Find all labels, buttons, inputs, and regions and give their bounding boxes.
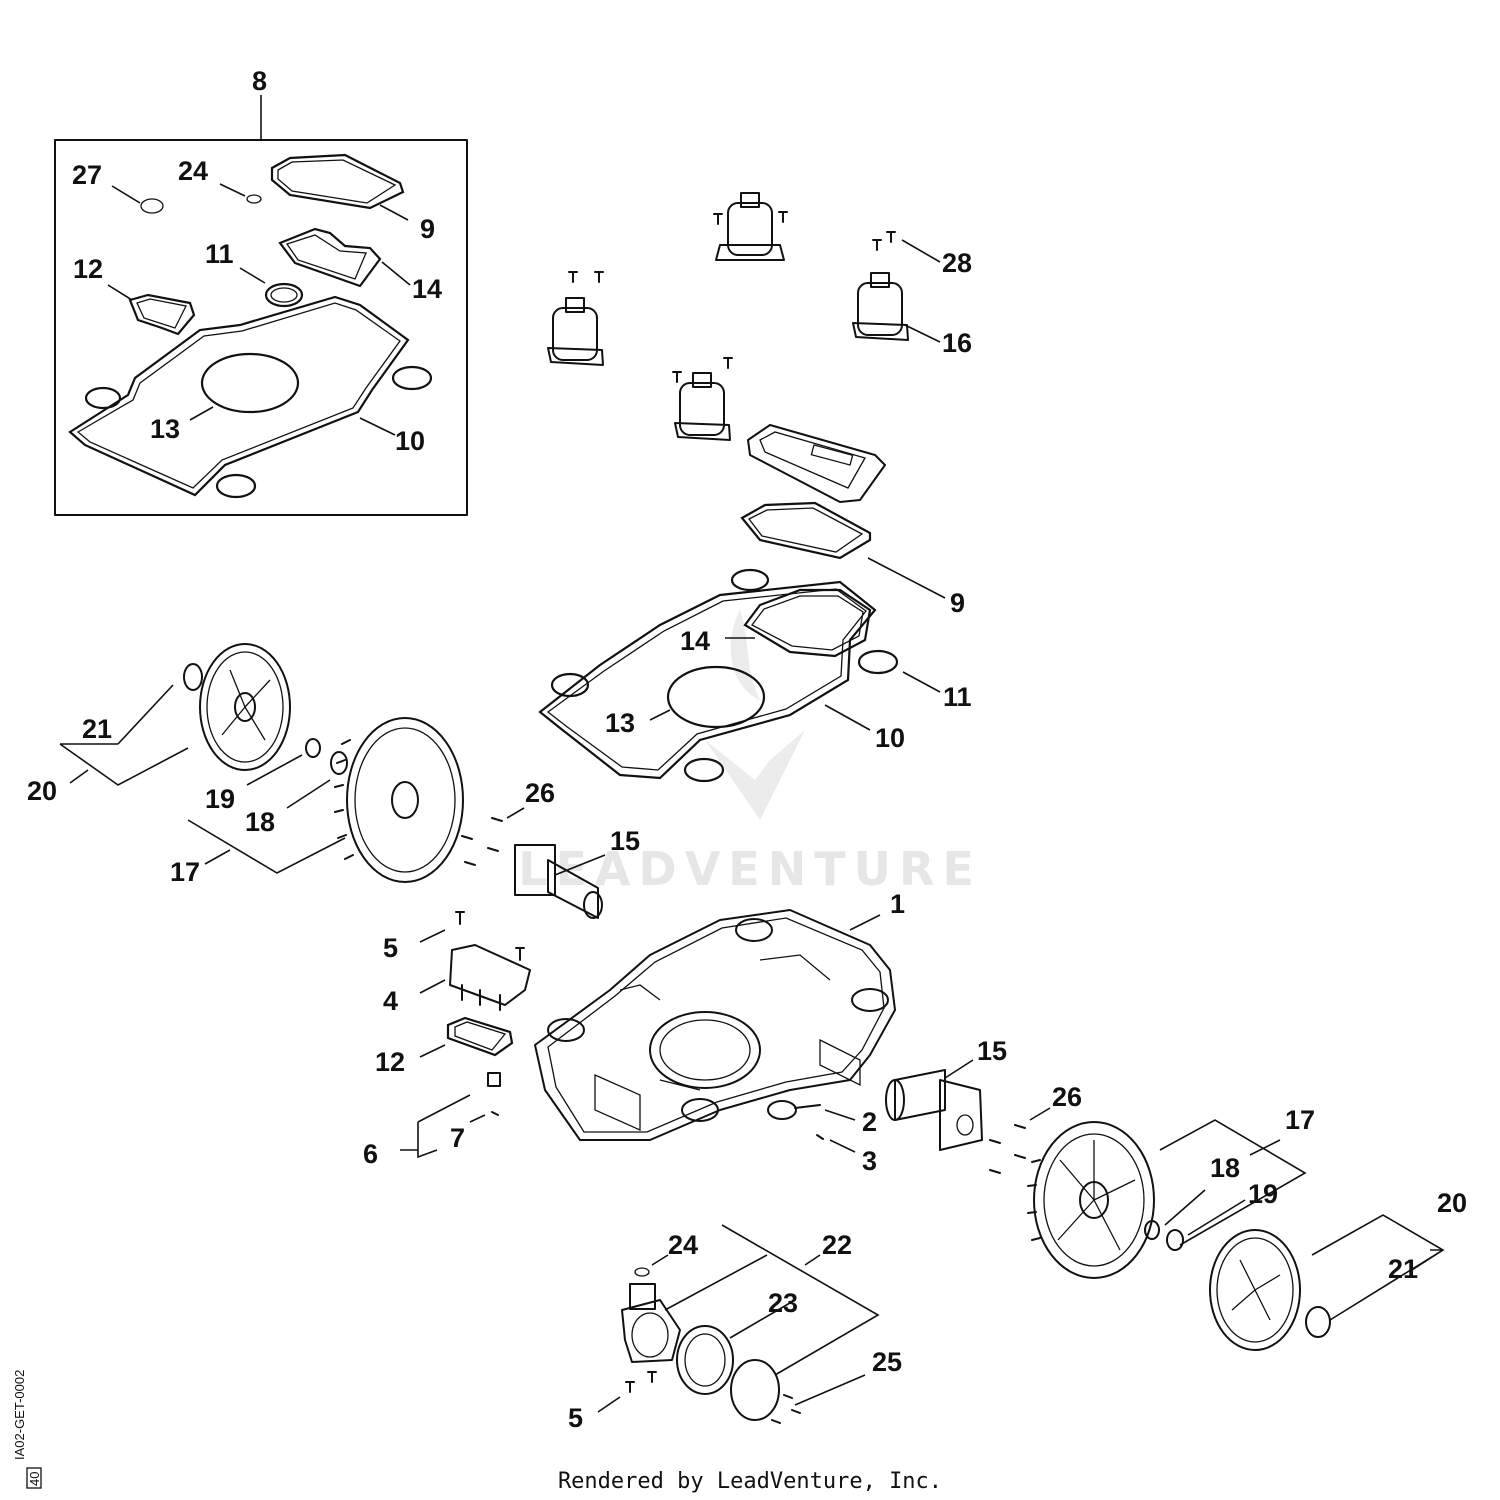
callout-4: 4 [383, 986, 398, 1016]
callout-21-right: 21 [1388, 1254, 1418, 1284]
callout-17-right: 17 [1285, 1105, 1315, 1135]
callout-24-kit: 24 [178, 156, 208, 186]
callouts: 8 27 24 9 11 14 12 13 10 28 16 9 14 11 1… [27, 66, 1467, 1433]
callout-10: 10 [875, 723, 905, 753]
callout-16: 16 [942, 328, 972, 358]
callout-5-hub: 5 [568, 1403, 583, 1433]
callout-20-right: 20 [1437, 1188, 1467, 1218]
callout-13: 13 [605, 708, 635, 738]
callout-27: 27 [72, 160, 102, 190]
callout-15-right: 15 [977, 1036, 1007, 1066]
callout-13-kit: 13 [150, 414, 180, 444]
callout-7: 7 [450, 1123, 465, 1153]
housing [534, 909, 896, 1141]
callout-1: 1 [890, 889, 905, 919]
callout-18-right: 18 [1210, 1153, 1240, 1183]
callout-17-left: 17 [170, 857, 200, 887]
callout-12-kit: 12 [73, 254, 103, 284]
callout-21-left: 21 [82, 714, 112, 744]
footer-credit: Rendered by LeadVenture, Inc. [558, 1469, 942, 1494]
callout-11-kit: 11 [205, 239, 234, 269]
cut-motor-b [547, 297, 604, 366]
cut-motor-c [674, 372, 731, 441]
doc-page: 40 [27, 1472, 42, 1486]
callout-22: 22 [822, 1230, 852, 1260]
callout-20-left: 20 [27, 776, 57, 806]
hub-set [621, 1267, 801, 1424]
right-drive-motor [885, 1069, 1026, 1174]
watermark: LEADVENTURE [518, 610, 982, 896]
kit-box [54, 95, 468, 516]
doc-id: IA02-GET-0002 [12, 1370, 27, 1460]
callout-11: 11 [943, 682, 972, 712]
bracket-parts [446, 911, 824, 1140]
callout-26-right: 26 [1052, 1082, 1082, 1112]
callout-24: 24 [668, 1230, 698, 1260]
cut-motor-group [547, 192, 909, 441]
callout-14-kit: 14 [412, 274, 442, 304]
left-drive-motor [461, 817, 603, 919]
callout-2: 2 [862, 1107, 877, 1137]
callout-23: 23 [768, 1288, 798, 1318]
callout-19-left: 19 [205, 784, 235, 814]
callout-26-left: 26 [525, 778, 555, 808]
callout-14: 14 [680, 626, 710, 656]
leader-lines [59, 183, 1445, 1413]
left-wheel-group [183, 643, 464, 883]
callout-5-bracket: 5 [383, 933, 398, 963]
callout-6: 6 [363, 1139, 378, 1169]
callout-3: 3 [862, 1146, 877, 1176]
callout-10-kit: 10 [395, 426, 425, 456]
watermark-text: LEADVENTURE [518, 842, 982, 896]
motor-screws [568, 211, 896, 383]
callout-28: 28 [942, 248, 972, 278]
callout-19-right: 19 [1248, 1179, 1278, 1209]
cut-motor-a [715, 192, 785, 261]
callout-25: 25 [872, 1347, 902, 1377]
callout-9-kit: 9 [420, 214, 435, 244]
callout-8: 8 [252, 66, 267, 96]
callout-15-left: 15 [610, 826, 640, 856]
doc-id-block: IA02-GET-0002 40 [12, 1370, 42, 1489]
callout-9: 9 [950, 588, 965, 618]
control-board [747, 424, 886, 503]
callout-18-left: 18 [245, 807, 275, 837]
right-wheel-group [1027, 1121, 1331, 1351]
cut-motor-d [852, 272, 909, 341]
callout-12: 12 [375, 1047, 405, 1077]
center-gaskets [538, 501, 899, 783]
